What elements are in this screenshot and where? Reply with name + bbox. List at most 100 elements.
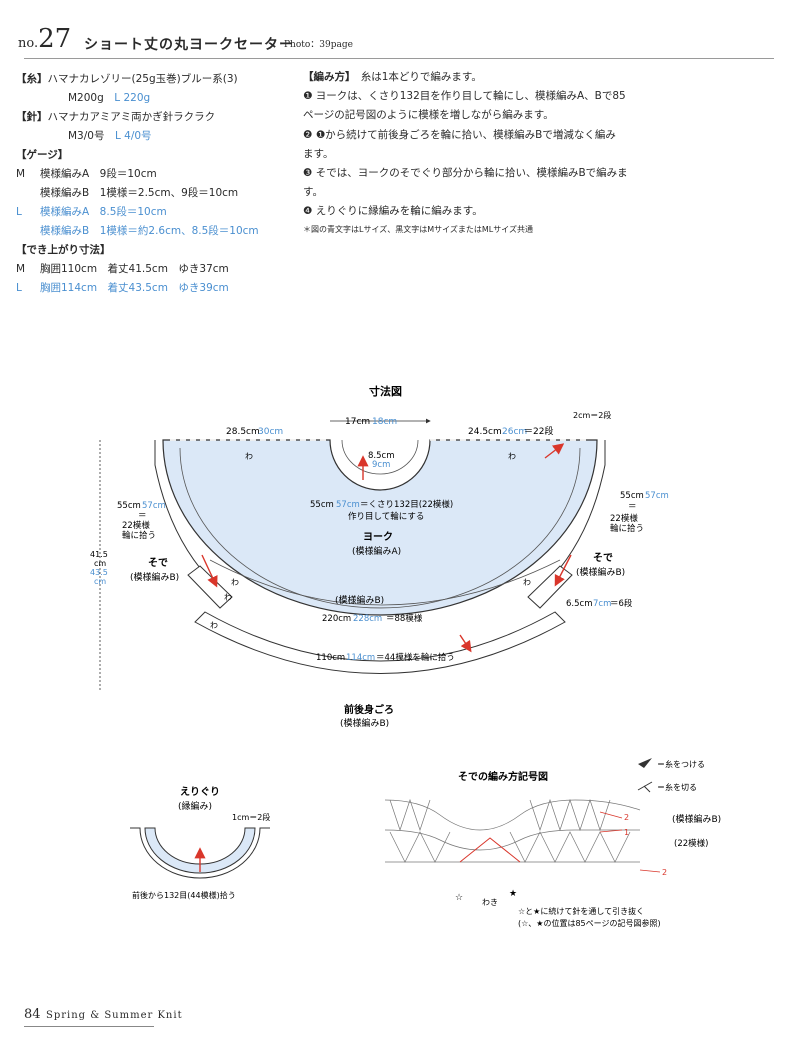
book-title: Spring & Summer Knit	[46, 1010, 183, 1021]
left-width-l: 30cm	[258, 427, 283, 437]
wa-mark-2: わ	[508, 452, 516, 461]
total-length-m: 41.5	[90, 550, 108, 559]
gauge-label: 【ゲージ】	[16, 149, 69, 161]
pattern-title: ショート丈の丸ヨークセーター	[84, 37, 294, 53]
gauge-m-a: 模様編みA 9段＝10cm	[40, 168, 157, 180]
chart-num-1: 1	[624, 828, 629, 837]
yarn-text: ハマナカレゾリー(25g玉巻)ブルー系(3)	[47, 73, 238, 85]
materials-section: 【糸】ハマナカレゾリー(25g玉巻)ブルー系(3) M200g L 220g 【…	[16, 70, 296, 298]
method-intro: 糸は1本どりで編みます。	[360, 71, 482, 83]
collar-pick: 前後から132目(44模様)拾う	[132, 890, 236, 900]
collar-sub: (縁編み)	[178, 800, 212, 812]
right-sleeve-len-m: 55cm	[620, 491, 644, 501]
body-band-shape	[194, 611, 566, 674]
collar-rows: 1cm＝2段	[232, 812, 270, 822]
left-sleeve-len-l: 57cm	[142, 501, 166, 511]
step-1b: ページの記号図のように模様を増しながら編みます。	[303, 109, 554, 122]
legend-cut: ＝糸を切る	[657, 782, 697, 792]
step-4: ❹ えりぐりに縁編みを輪に編みます。	[303, 205, 483, 218]
body-m: 110cm	[316, 653, 345, 663]
chart-pattern-count: (22模様)	[674, 838, 708, 849]
chart-pattern-b: (模様編みB)	[672, 813, 721, 825]
legend-attach: ＝糸をつける	[657, 759, 705, 769]
needle-l: L 4/0号	[114, 130, 152, 142]
photo-reference: Photo：39page	[284, 40, 353, 50]
chart-num-2b: 2	[662, 868, 667, 877]
right-width-m: 24.5cm	[468, 427, 502, 437]
left-pick-2: 輪に拾う	[122, 530, 156, 541]
right-sleeve-len-l: 57cm	[645, 491, 669, 501]
pattern-number-value: 27	[38, 24, 72, 54]
header-rule	[24, 58, 774, 59]
right-eq: ＝	[628, 502, 637, 512]
yoke-start-m: 55cm	[310, 500, 334, 510]
gauge-m-b: 模様編みB 1模様＝2.5cm、9段＝10cm	[40, 187, 239, 199]
yarn-l: L 220g	[114, 92, 151, 104]
band-l: 228cm	[353, 614, 382, 624]
gauge-l-a: 模様編みA 8.5段＝10cm	[40, 206, 167, 218]
yoke-label: ヨーク	[363, 531, 393, 543]
stitch-chart	[384, 798, 641, 863]
gauge-l-size: L	[16, 206, 22, 218]
cut-yarn-icon	[637, 781, 653, 793]
footer-rule	[24, 1026, 154, 1027]
needle-text: ハマナカアミアミ両かぎ針ラクラク	[47, 111, 216, 123]
left-width-m: 28.5cm	[226, 427, 260, 437]
step-1a: ❶ ヨークは、くさり132目を作り目して輪にし、模様編みA、Bで85	[303, 90, 626, 103]
wa-mark-1: わ	[245, 452, 253, 461]
neck-width-l: 18cm	[372, 417, 397, 427]
chart-title: そでの編み方記号図	[458, 770, 548, 783]
body-rest: ＝44模様を輪に拾う	[376, 652, 455, 663]
neck-width-m: 17cm	[345, 417, 370, 427]
band-m: 220cm	[322, 614, 351, 624]
color-note: ＊図の青文字はLサイズ、黒文字はMサイズまたはMLサイズ共通	[303, 224, 533, 234]
body-arrow	[459, 634, 472, 653]
needle-m: M3/0号	[68, 130, 105, 142]
edge-rows: 2cm＝2段	[573, 410, 611, 420]
left-sleeve-len-m: 55cm	[117, 501, 141, 511]
right-sleeve-sub: (模様編みB)	[576, 566, 625, 578]
right-pick-2: 輪に拾う	[610, 523, 644, 534]
attach-yarn-icon	[638, 758, 652, 768]
yoke-edge-arrow	[544, 443, 565, 459]
right-sleeve-label: そで	[593, 552, 613, 564]
left-sleeve-label: そで	[148, 557, 168, 569]
yarn-m: M200g	[68, 92, 104, 104]
finish-label: 【でき上がり寸法】	[16, 244, 111, 256]
total-length-l: 43.5	[90, 568, 108, 577]
chart-star-open: ☆	[455, 893, 463, 903]
method-label: 【編み方】	[303, 71, 351, 83]
yoke-inner-line	[179, 447, 581, 609]
yoke-shape	[162, 439, 598, 616]
left-eq: ＝	[138, 511, 147, 521]
neck-depth-m: 8.5cm	[368, 451, 394, 461]
neck-depth-l: 9cm	[372, 460, 390, 470]
total-length-cm-1: cm	[94, 559, 106, 568]
wa-mark-3: わ	[231, 578, 239, 587]
yoke-start-rest: ＝くさり132目(22模様)	[360, 499, 453, 510]
collar-band	[144, 827, 256, 874]
needle-label: 【針】	[16, 111, 48, 123]
band-rows: ＝88模様	[386, 613, 423, 624]
body-sub: (模様編みB)	[340, 717, 389, 729]
page-number: 84	[24, 1007, 41, 1022]
right-sleeve-arrow	[554, 554, 572, 587]
total-length-cm-2: cm	[94, 577, 106, 586]
step-2b: ます。	[303, 147, 334, 160]
finish-m-size: M	[16, 263, 26, 275]
gauge-m-size: M	[16, 168, 26, 180]
chart-row-marker-2b	[639, 869, 661, 873]
step-2a: ❷ ❶から続けて前後身ごろを輪に拾い、模様編みBで増減なく編み	[303, 128, 616, 141]
yarn-label: 【糸】	[16, 73, 48, 85]
sleeve-height-m: 6.5cm	[566, 599, 592, 609]
left-sleeve-arrow	[201, 554, 218, 588]
gauge-l-b: 模様編みB 1模様＝約2.6cm、8.5段＝10cm	[40, 225, 259, 237]
left-sleeve-sub: (模様編みB)	[130, 571, 179, 583]
chart-star-filled: ★	[509, 889, 517, 899]
chart-note-1: ☆と★に続けて針を通して引き抜く	[518, 906, 644, 916]
band-sub: (模様編みB)	[335, 594, 384, 606]
step-3a: ❸ そでは、ヨークのそでぐり部分から輪に拾い、模様編みBで編みま	[303, 166, 628, 179]
yoke-band-line	[209, 559, 561, 606]
pattern-number: no.27	[18, 24, 72, 54]
